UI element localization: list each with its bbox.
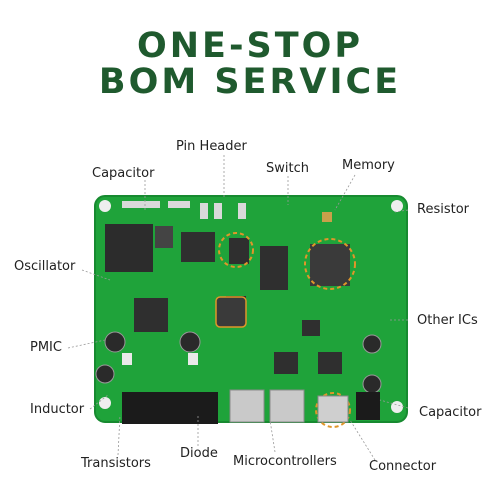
pin-header [168, 201, 190, 208]
black-connector [122, 392, 218, 424]
label-capacitor-right: Capacitor [419, 405, 482, 420]
title-line-1: ONE-STOP [137, 26, 363, 66]
usb-connector [317, 395, 349, 423]
power-connector [356, 392, 380, 420]
pmic-chip [134, 298, 168, 332]
label-inductor: Inductor [30, 402, 85, 417]
capacitor [179, 331, 201, 353]
rj45-connector [269, 389, 305, 423]
label-switch: Switch [266, 161, 309, 176]
title-line-2: BOM SERVICE [98, 62, 402, 102]
rj45-connector [229, 389, 265, 423]
component [188, 353, 198, 365]
pin-header [214, 203, 222, 219]
mount-hole [99, 397, 111, 409]
component [122, 353, 132, 365]
ic-chip [302, 320, 320, 336]
ic-chip [318, 352, 342, 374]
oscillator [155, 226, 173, 248]
label-memory: Memory [342, 158, 395, 173]
pin-header [200, 203, 208, 219]
highlight-ring [218, 232, 254, 268]
label-microcontrollers: Microcontrollers [233, 454, 337, 469]
memory-chip [310, 244, 350, 286]
label-connector: Connector [369, 459, 437, 474]
label-other-ics: Other ICs [417, 313, 478, 328]
highlight-ring [304, 238, 356, 290]
label-pmic: PMIC [30, 340, 62, 355]
ic-chip [260, 246, 288, 290]
component [322, 212, 332, 222]
ic-chip [274, 352, 298, 374]
leader-lines [67, 155, 409, 461]
label-transistors: Transistors [81, 456, 151, 471]
label-pin-header: Pin Header [176, 139, 247, 154]
capacitor [95, 364, 115, 384]
label-oscillator: Oscillator [14, 259, 76, 274]
switch-chip [229, 238, 249, 264]
capacitor [362, 374, 382, 394]
capacitor [362, 334, 382, 354]
mount-hole [391, 200, 403, 212]
inductor [215, 296, 247, 328]
mount-hole [391, 401, 403, 413]
label-diode: Diode [180, 446, 218, 461]
capacitor [104, 331, 126, 353]
pin-header [122, 201, 160, 208]
mount-hole [99, 200, 111, 212]
label-capacitor-top: Capacitor [92, 166, 155, 181]
ic-chip [105, 224, 153, 272]
pin-header [238, 203, 246, 219]
highlight-ring [315, 392, 351, 428]
ic-chip [181, 232, 215, 262]
label-resistor: Resistor [417, 202, 469, 217]
